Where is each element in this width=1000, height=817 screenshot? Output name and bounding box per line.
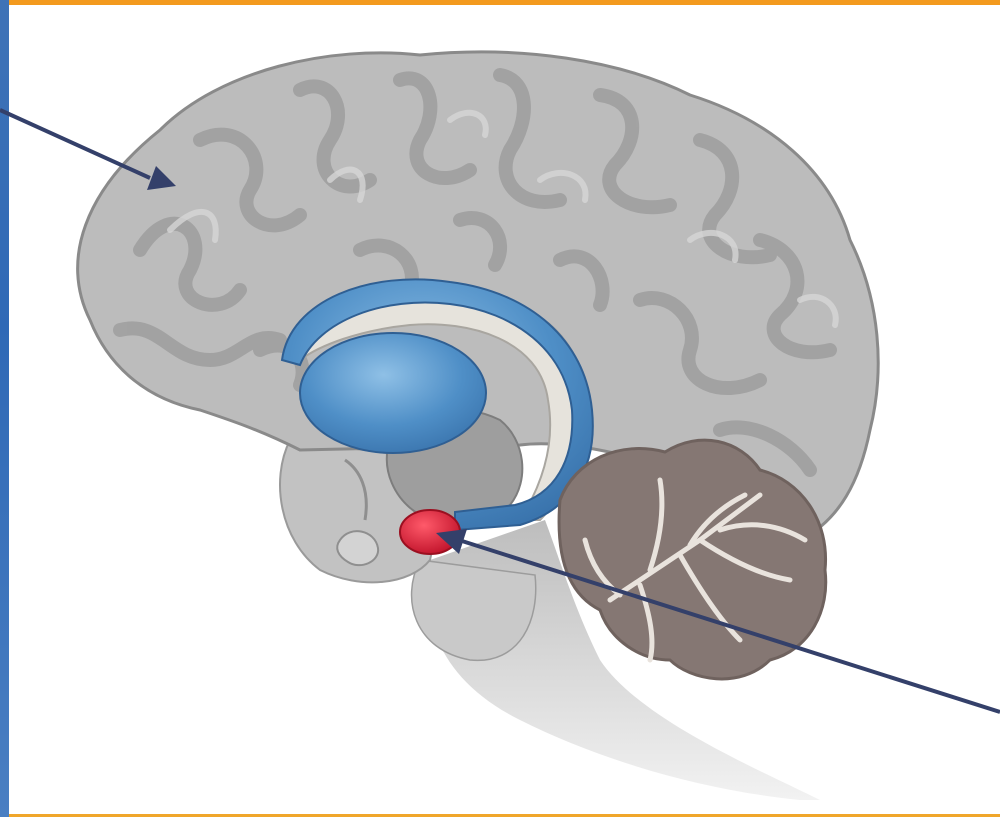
ventricle-body (300, 333, 486, 453)
arrow-to-cortex (0, 110, 150, 178)
